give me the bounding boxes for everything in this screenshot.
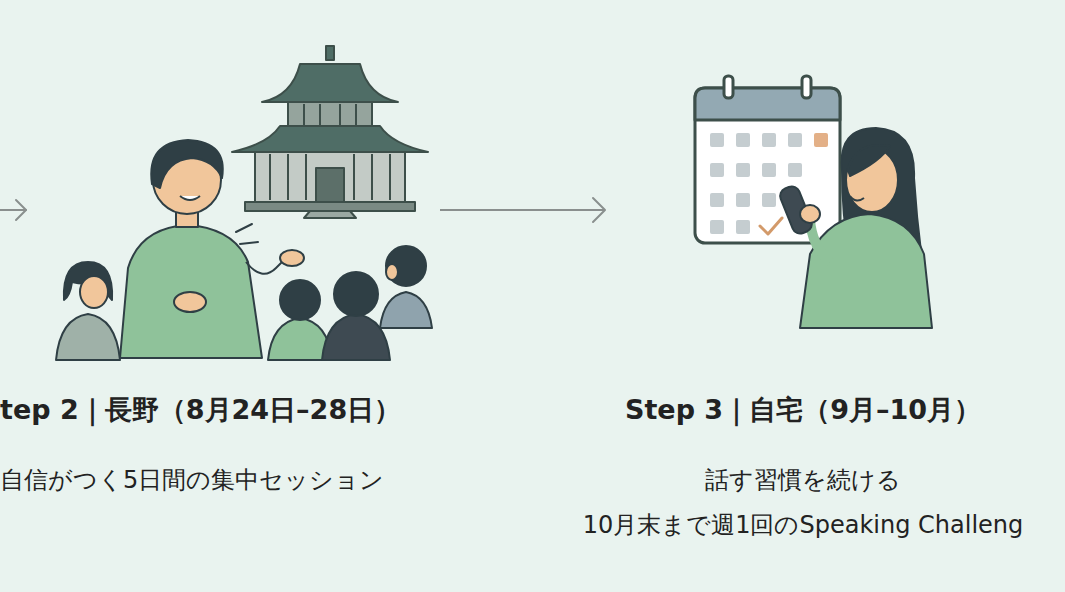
temple-part bbox=[287, 154, 289, 200]
temple-part bbox=[245, 202, 415, 211]
temple-part bbox=[262, 64, 398, 102]
step-heading: tep 2｜長野（8月24日–28日） bbox=[0, 392, 480, 427]
listeners-part bbox=[334, 272, 378, 316]
caller-part bbox=[850, 196, 864, 201]
calendar-part bbox=[695, 88, 840, 120]
caller-part bbox=[848, 145, 890, 176]
calendar-part bbox=[802, 76, 811, 98]
calendar-part bbox=[695, 88, 840, 243]
temple bbox=[232, 46, 428, 218]
speaker-part bbox=[240, 242, 258, 244]
step-group: Step 3｜自宅（9月–10月）話す習慣を続ける10月末まで週1回のSpeak… bbox=[605, 40, 1001, 550]
temple-part bbox=[319, 104, 321, 128]
calendar-part-part bbox=[762, 163, 776, 177]
speaker-part bbox=[236, 224, 252, 232]
speaker-part bbox=[174, 292, 206, 312]
listeners-part bbox=[80, 276, 108, 308]
calendar-part-part bbox=[762, 133, 776, 147]
calendar-part-part bbox=[736, 220, 750, 234]
caller-part bbox=[810, 220, 830, 262]
incoming-arrow-part bbox=[0, 209, 26, 211]
caller-part bbox=[800, 214, 932, 328]
temple-part bbox=[303, 104, 305, 128]
flow-arrow bbox=[440, 198, 605, 222]
calendar-part bbox=[724, 76, 733, 98]
listeners bbox=[56, 246, 432, 360]
calendar-part-part bbox=[710, 163, 724, 177]
speaker-part bbox=[280, 250, 304, 266]
listeners-part bbox=[322, 314, 390, 360]
speaker-part bbox=[151, 140, 223, 188]
calendar-part bbox=[760, 218, 782, 234]
calendar-part-part bbox=[736, 163, 750, 177]
calendar-part-part bbox=[788, 163, 802, 177]
flow-arrow-part bbox=[440, 209, 605, 211]
temple-part bbox=[316, 168, 344, 202]
speaker bbox=[120, 140, 304, 358]
temple-part bbox=[255, 152, 405, 202]
calendar-part-part bbox=[762, 193, 776, 207]
temple-part bbox=[371, 154, 373, 200]
speaker-part bbox=[120, 225, 262, 358]
listeners-part bbox=[380, 292, 432, 328]
calendar-part-part bbox=[736, 193, 750, 207]
flow-arrow-part bbox=[593, 198, 605, 222]
calendar-part-part bbox=[788, 133, 802, 147]
incoming-arrow bbox=[0, 200, 26, 220]
calendar-part-part bbox=[710, 193, 724, 207]
step-description: 話す習慣を続ける bbox=[548, 465, 1058, 496]
calendar-part-part bbox=[736, 133, 750, 147]
calendar-part bbox=[814, 133, 828, 147]
incoming-arrow-part bbox=[16, 200, 26, 220]
listeners-part bbox=[280, 280, 320, 320]
step-description: 自信がつく5日間の集中セッション bbox=[0, 465, 480, 496]
calendar-part-part bbox=[710, 133, 724, 147]
temple-part bbox=[304, 211, 356, 218]
temple-part bbox=[355, 104, 357, 128]
speaker-part bbox=[180, 196, 200, 200]
caller bbox=[778, 128, 932, 328]
step-heading: Step 3｜自宅（9月–10月） bbox=[548, 392, 1058, 427]
calendar bbox=[695, 76, 840, 243]
temple-part bbox=[326, 46, 334, 60]
temple-part bbox=[269, 154, 271, 200]
calendar-part-part bbox=[710, 220, 724, 234]
temple-part bbox=[339, 104, 341, 128]
listeners-part bbox=[386, 246, 426, 286]
temple-part bbox=[232, 126, 428, 152]
temple-part bbox=[353, 154, 355, 200]
caller-part bbox=[800, 205, 820, 223]
listeners-part bbox=[56, 314, 120, 360]
temple-part bbox=[389, 154, 391, 200]
step-group: tep 2｜長野（8月24日–28日）自信がつく5日間の集中セッション bbox=[0, 40, 440, 510]
step-description: 10月末まで週1回のSpeaking Challeng bbox=[548, 510, 1058, 541]
temple-part bbox=[305, 154, 307, 200]
listeners-part bbox=[386, 264, 398, 280]
